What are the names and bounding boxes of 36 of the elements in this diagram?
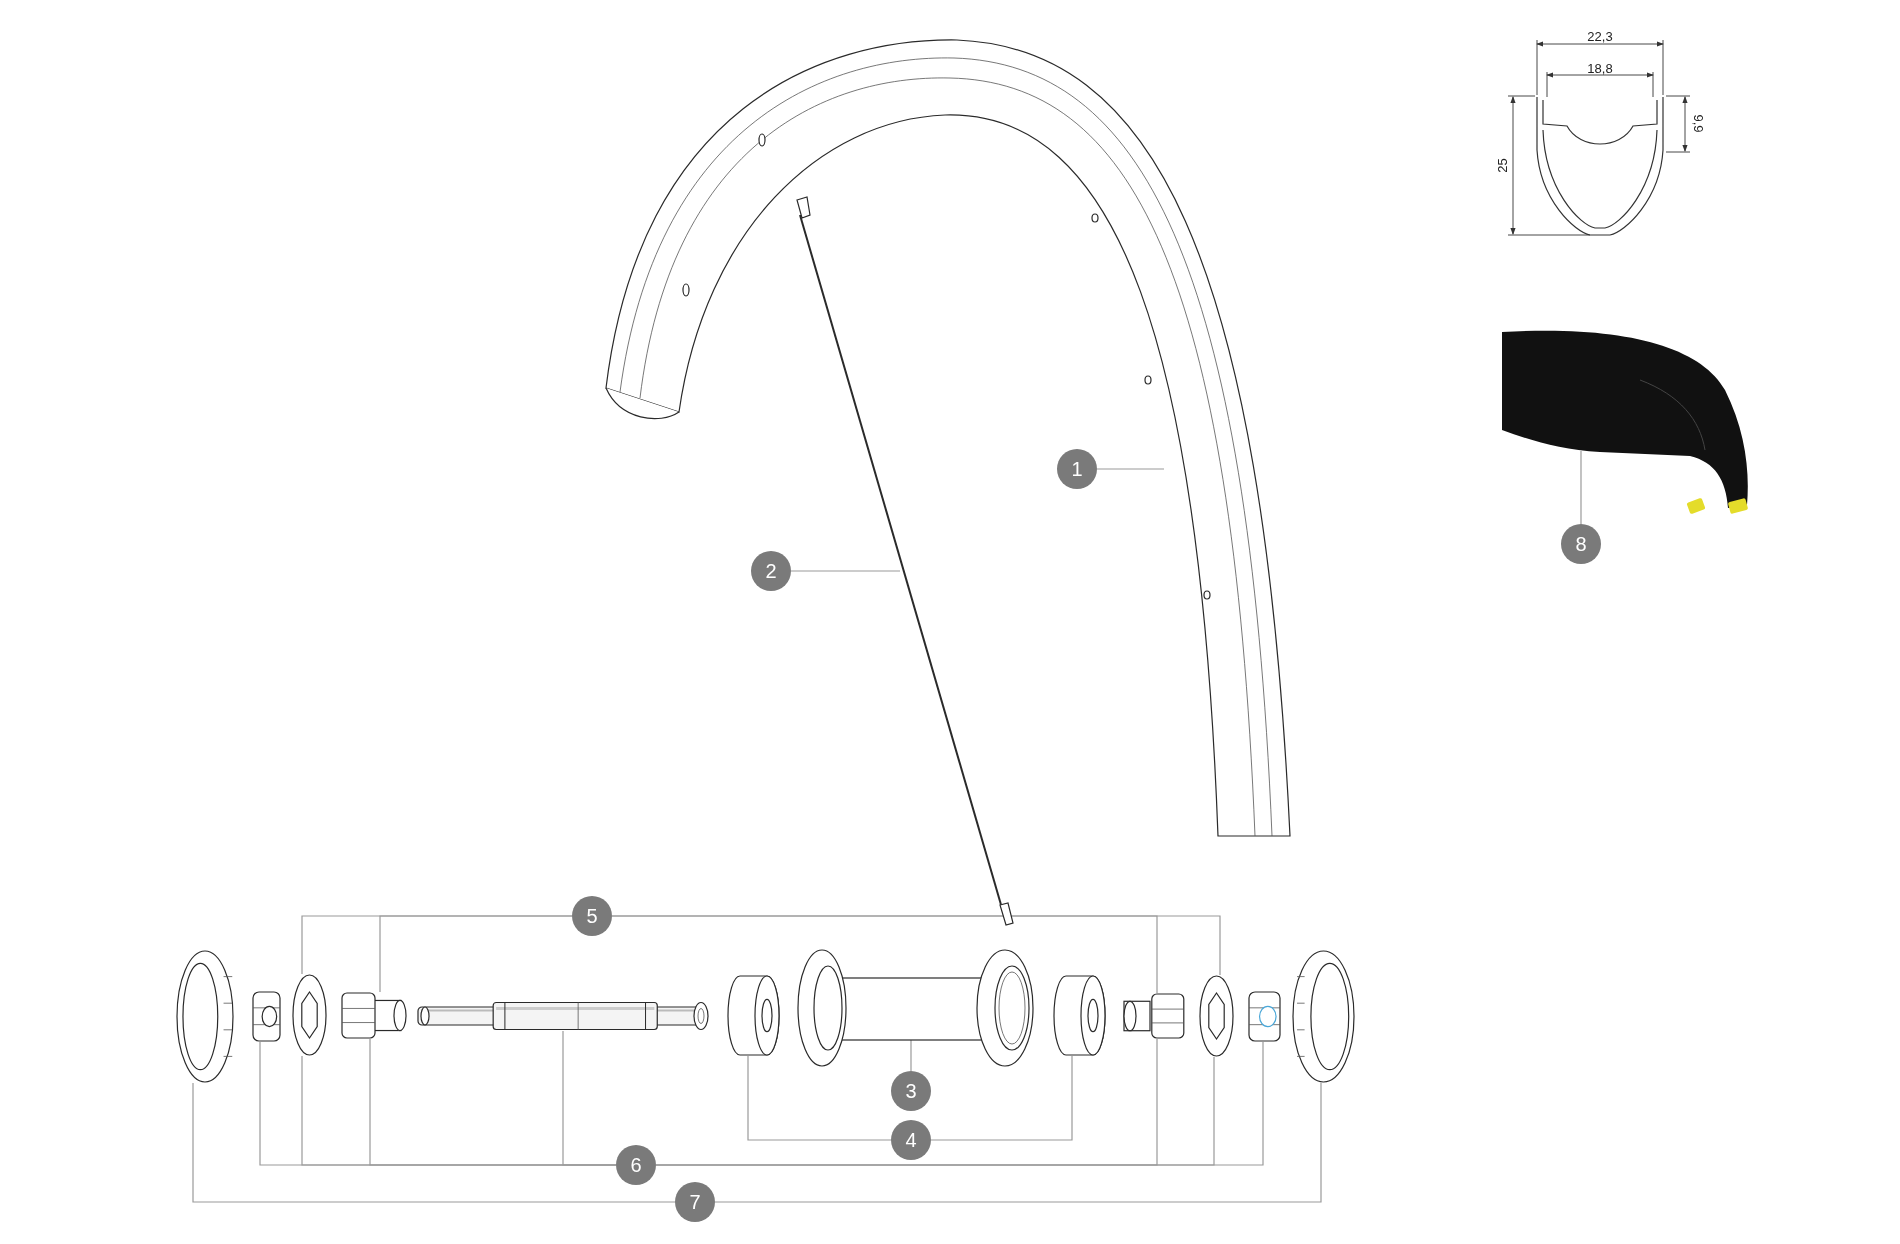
dimension-label: 9,9 bbox=[1691, 113, 1705, 133]
dimension-label: 22,3 bbox=[1587, 29, 1613, 43]
dimension-label: 25 bbox=[1495, 157, 1509, 173]
hub-body-drawing bbox=[794, 948, 1035, 1068]
callout-number: 8 bbox=[1561, 524, 1601, 564]
callout-number: 2 bbox=[751, 551, 791, 591]
leader-line bbox=[747, 1055, 892, 1141]
lockring-drawing bbox=[1292, 950, 1355, 1083]
leader-line bbox=[1096, 468, 1165, 470]
leader-line bbox=[562, 1030, 617, 1166]
washer-drawing bbox=[1199, 975, 1234, 1057]
bearing-drawing bbox=[1053, 975, 1106, 1056]
leader-line bbox=[379, 915, 573, 993]
leader-line bbox=[192, 1082, 676, 1203]
nut-drawing bbox=[252, 991, 281, 1042]
callout-number: 3 bbox=[891, 1071, 931, 1111]
bearing-drawing bbox=[727, 975, 780, 1056]
leader-line bbox=[930, 1055, 1073, 1141]
dimension-label: 18,8 bbox=[1587, 61, 1613, 75]
end-cap-drawing bbox=[341, 992, 407, 1039]
callout-number: 6 bbox=[616, 1145, 656, 1185]
callout-number: 7 bbox=[675, 1182, 715, 1222]
end-cap-drawing bbox=[1123, 993, 1187, 1039]
leader-line bbox=[790, 570, 901, 572]
nut-drawing bbox=[1248, 991, 1281, 1042]
callout-number: 4 bbox=[891, 1120, 931, 1160]
leader-line bbox=[611, 915, 1221, 976]
leader-line bbox=[910, 1039, 912, 1072]
callout-number: 1 bbox=[1057, 449, 1097, 489]
washer-drawing bbox=[292, 974, 327, 1056]
leader-line bbox=[714, 1082, 1322, 1203]
axle-drawing bbox=[417, 1001, 710, 1031]
leader-line bbox=[655, 1041, 1264, 1166]
leader-line bbox=[1580, 450, 1582, 525]
callout-number: 5 bbox=[572, 896, 612, 936]
lockring-drawing bbox=[176, 950, 234, 1083]
